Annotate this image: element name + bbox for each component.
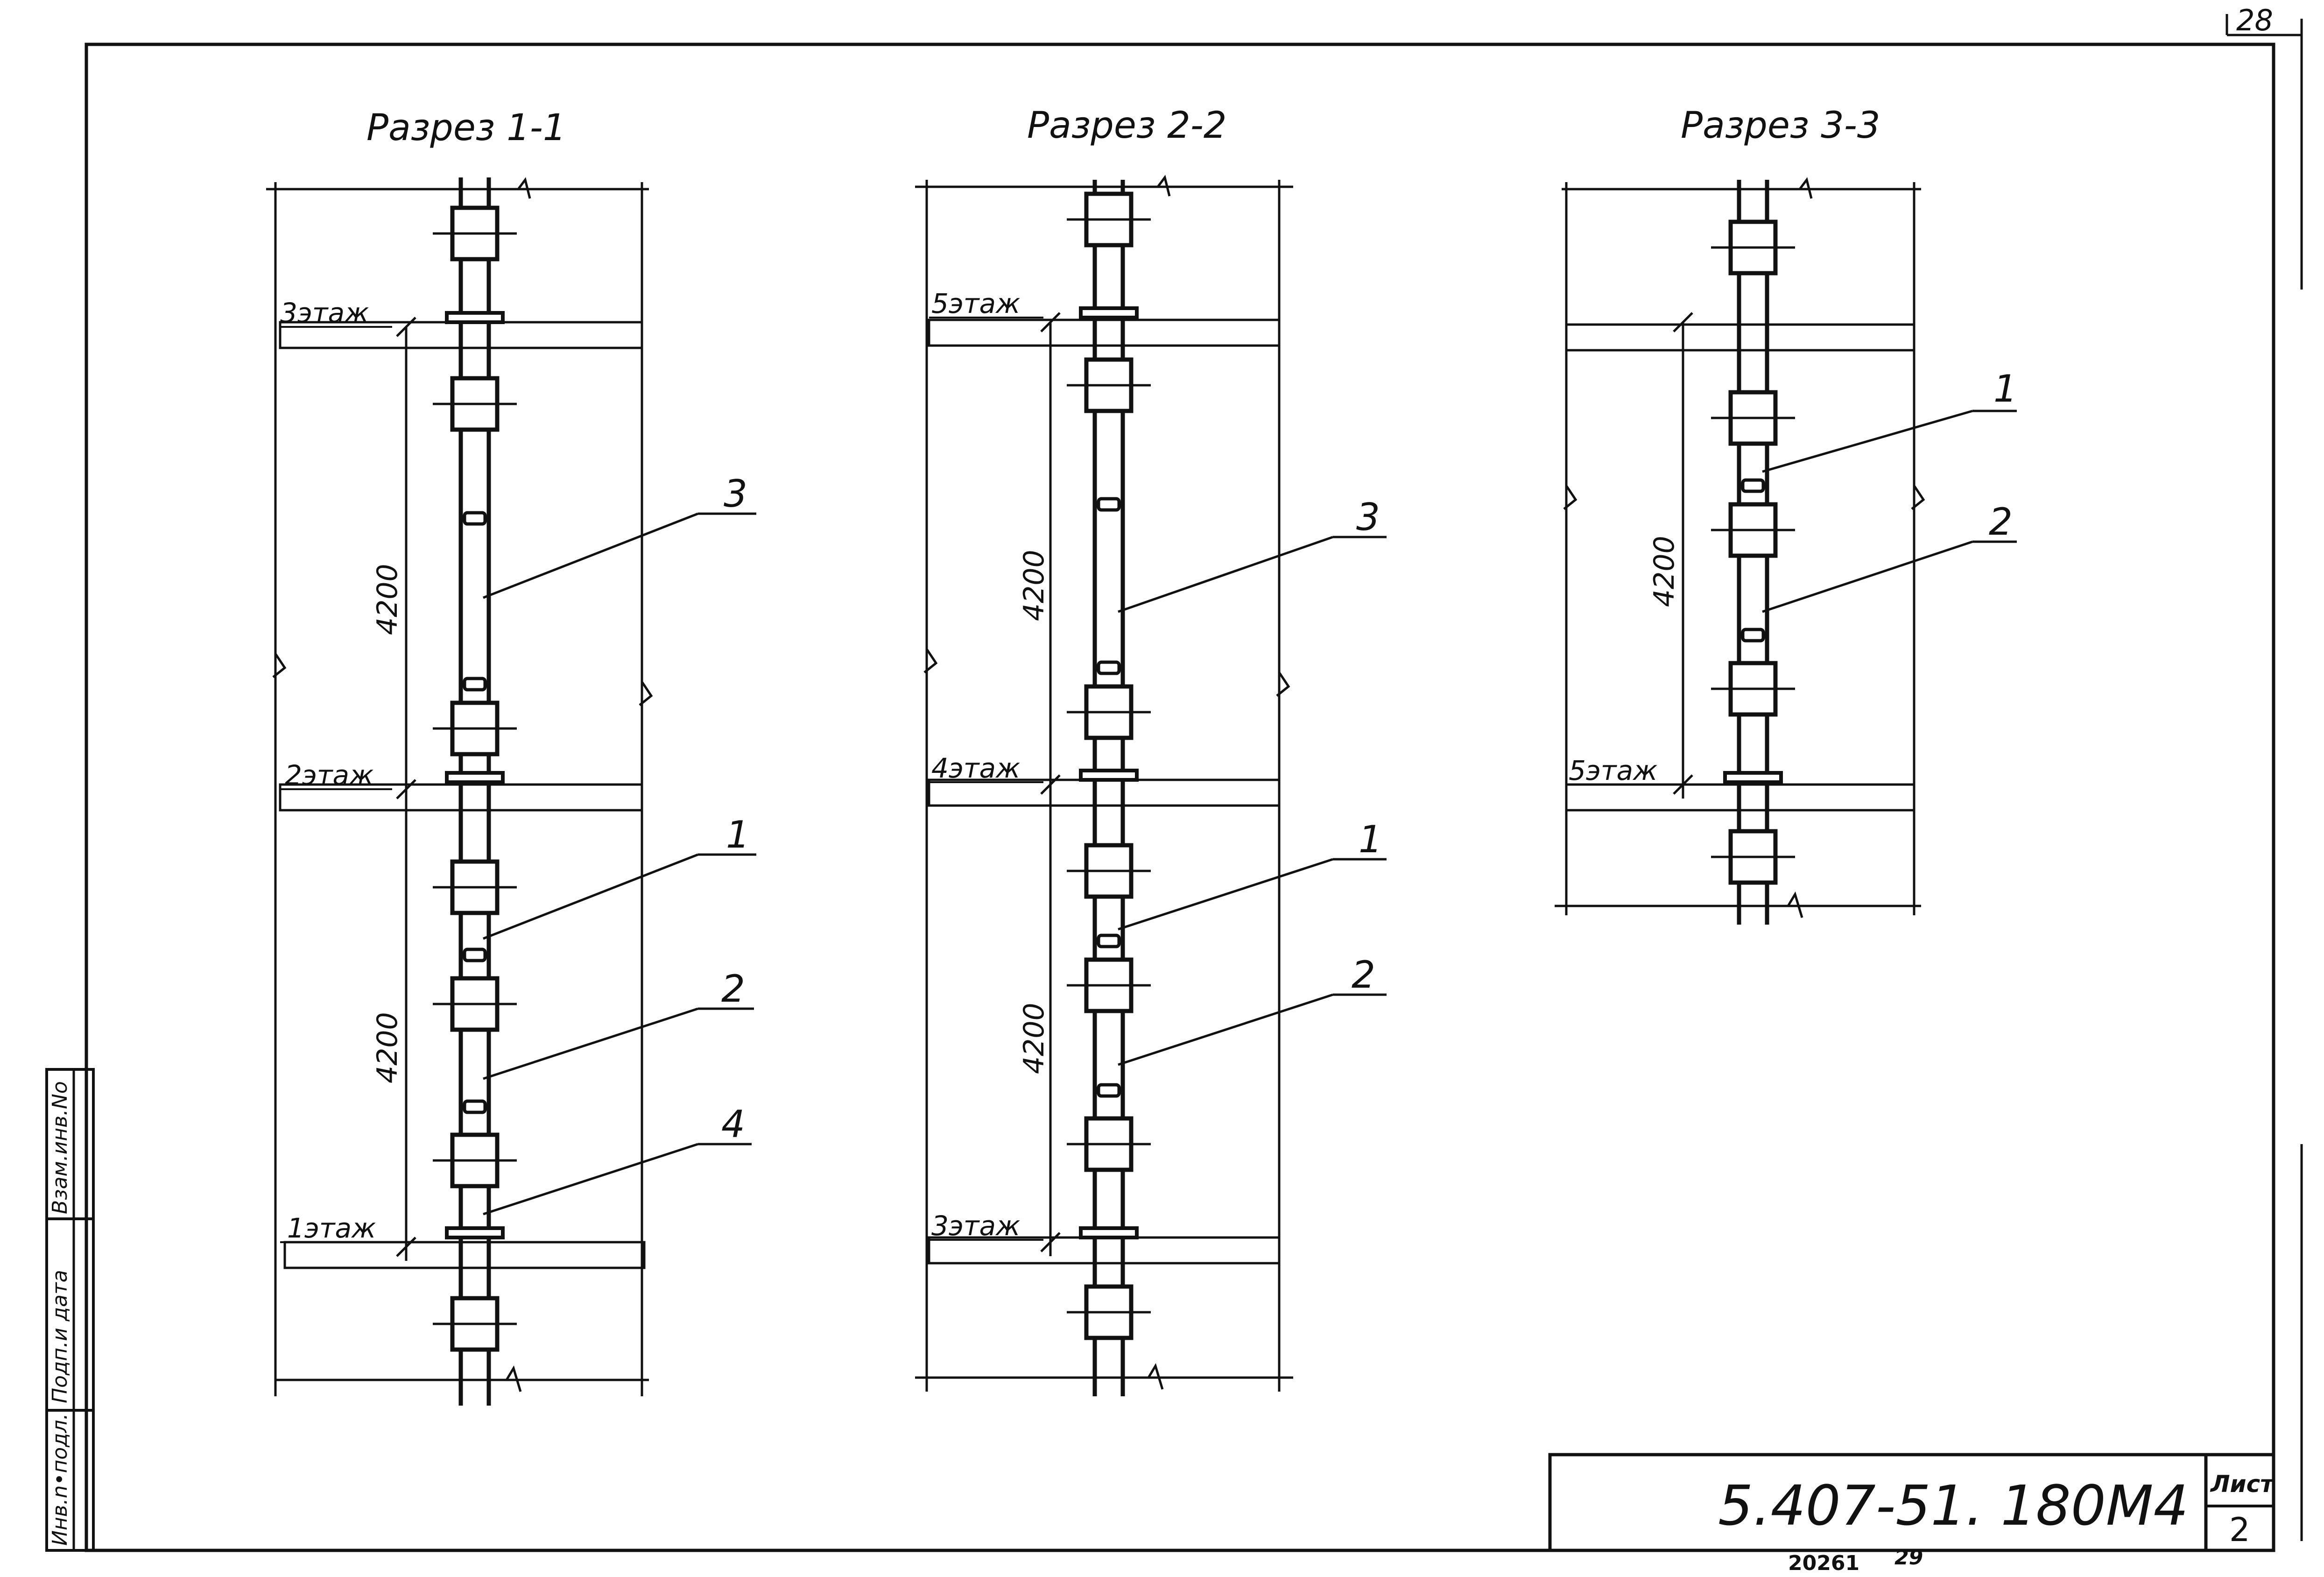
section-title: Разрез 3-3 [1681,105,1880,147]
floor-label: 2этаж [285,759,373,791]
dimension-label: 4200 [1648,536,1681,607]
dimension-label: 4200 [1018,550,1050,621]
title-block: 5.407-51. 180М4 Лист 2 [1548,1453,2275,1552]
footer-number: 29 [1894,1546,1923,1570]
floor-label: 5этаж [1569,755,1657,786]
section-3-3: Разрез 3-3 5этаж 4200 1 2 [1555,105,2017,925]
section-1-1: Разрез 1-1 3этаж 2этаж [266,107,756,1406]
section-title: Разрез 2-2 [1027,105,1226,147]
sheet-corner-number: 28 [2236,3,2273,37]
floor-label: 3этаж [931,1210,1020,1242]
callout-number: 2 [721,967,745,1011]
callout-number: 1 [1993,367,2017,410]
drawing-designation: 5.407-51. 180М4 [1718,1473,2189,1538]
callout-number: 3 [1356,495,1380,539]
callout-number: 2 [1989,500,2013,544]
sheet-label: Лист [2210,1471,2275,1498]
stamp-cell-original-inv: Инв.n•подл. [48,1413,72,1546]
floor-label: 3этаж [280,297,369,329]
sheet-number: 2 [2229,1511,2250,1549]
footer-code: 20261 [1788,1551,1859,1575]
side-stamp: Взам.инв.No Подп.и дата Инв.n•подл. [45,1068,95,1552]
footer: 20261 29 [1788,1546,1923,1575]
floor-label: 5этаж [931,288,1020,319]
callout-number: 2 [1352,953,1375,997]
stamp-cell-signature-date: Подп.и дата [48,1270,72,1403]
section-2-2: Разрез 2-2 5этаж 4этаж 3этаж [915,105,1387,1396]
dimension-label: 4200 [371,564,404,635]
callout-number: 3 [724,472,747,516]
sheet-frame: 28 [85,3,2303,1552]
section-title: Разрез 1-1 [366,107,566,149]
floor-label: 4этаж [931,752,1020,784]
floor-label: 1этаж [287,1212,376,1244]
stamp-cell-replaced-inv: Взам.инв.No [48,1081,72,1214]
dimension-label: 4200 [371,1012,404,1083]
dimension-label: 4200 [1018,1003,1050,1074]
callout-number: 4 [721,1103,745,1146]
callout-number: 1 [726,813,750,856]
callout-number: 1 [1359,818,1382,861]
